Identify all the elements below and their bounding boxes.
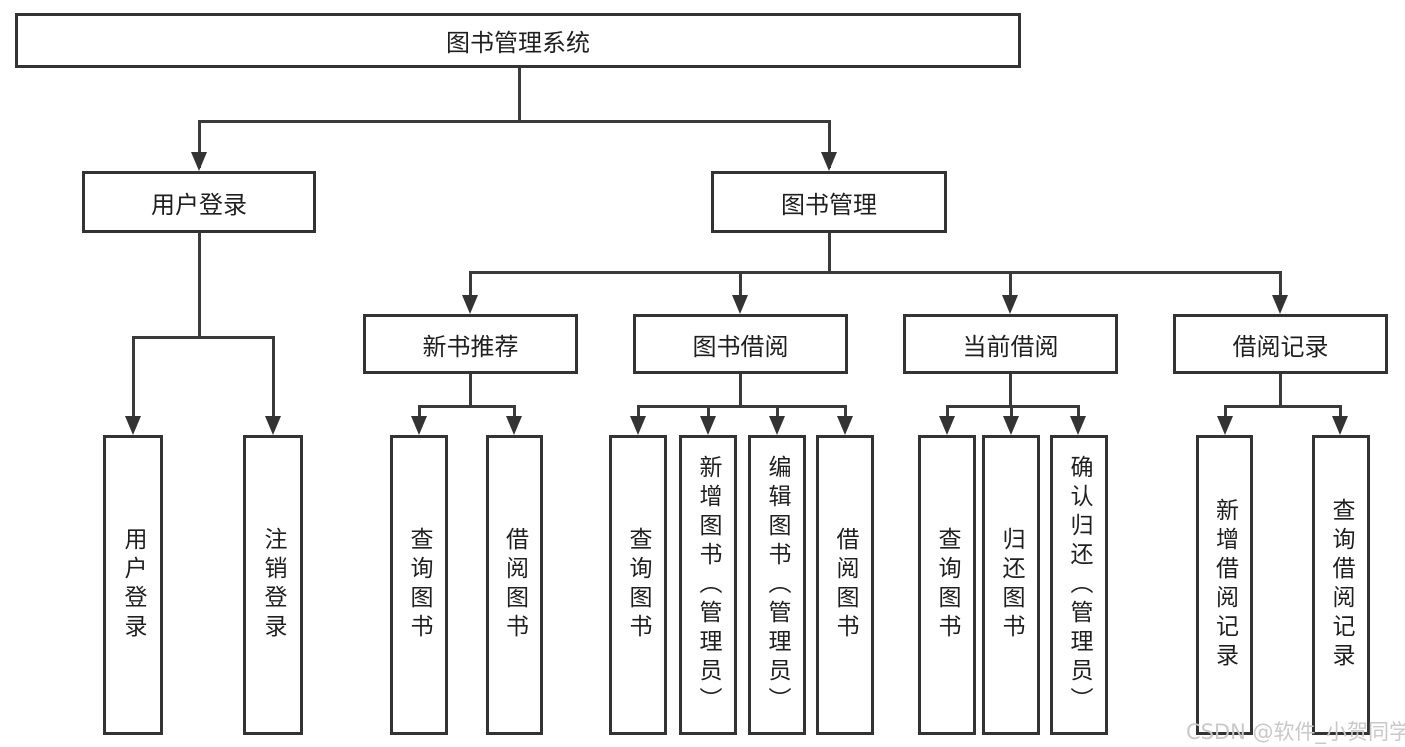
arrowhead	[1217, 416, 1233, 435]
connector-current-bar	[946, 405, 1080, 408]
connector-current-drop-2	[1010, 405, 1013, 426]
node-user-login: 用户登录	[82, 171, 316, 233]
connector-borrow-stem	[739, 373, 742, 407]
connector-level3-bar	[469, 271, 1281, 274]
leaf-records-add-record: 新增借阅记录	[1196, 435, 1253, 735]
leaf-borrow-edit-books-admin-label: 编辑图书（管理员）	[764, 454, 790, 716]
connector-level2-drop-books	[828, 120, 831, 168]
connector-records-stem	[1279, 373, 1282, 407]
arrowhead	[1002, 295, 1018, 314]
leaf-current-return-books: 归还图书	[982, 435, 1040, 735]
arrowhead	[265, 416, 281, 435]
leaf-logout-label: 注销登录	[260, 527, 286, 643]
leaf-newbook-query-books: 查询图书	[390, 435, 448, 735]
arrowhead	[1070, 416, 1086, 435]
leaf-records-add-record-label: 新增借阅记录	[1211, 498, 1238, 672]
leaf-records-query-record-label: 查询借阅记录	[1328, 498, 1354, 672]
connector-level3-drop-3	[1009, 271, 1012, 307]
connector-level3-drop-1	[469, 271, 472, 307]
leaf-current-query-books: 查询图书	[918, 435, 976, 735]
leaf-borrow-add-books-admin-label: 新增图书（管理员）	[695, 454, 721, 716]
arrowhead	[732, 295, 748, 314]
node-book-management: 图书管理	[711, 171, 947, 233]
connector-login-bar	[132, 336, 274, 339]
leaf-newbook-borrow-books-label: 借阅图书	[501, 527, 528, 643]
connector-current-drop-3	[1077, 405, 1080, 426]
arrowhead	[411, 416, 427, 435]
connector-borrow-bar	[637, 405, 846, 408]
node-user-login-label: 用户登录	[151, 190, 247, 219]
connector-newbook-bar	[418, 405, 515, 408]
connector-login-stem	[198, 231, 201, 338]
arrowhead	[1003, 416, 1019, 435]
node-current-borrowing-label: 当前借阅	[962, 332, 1059, 361]
arrowhead	[506, 416, 522, 435]
leaf-current-confirm-return-admin-label: 确认归还（管理员）	[1066, 454, 1092, 716]
leaf-records-query-record: 查询借阅记录	[1312, 435, 1370, 735]
node-book-borrowing: 图书借阅	[633, 314, 848, 374]
leaf-borrow-add-books-admin: 新增图书（管理员）	[679, 435, 737, 735]
node-system-root-label: 图书管理系统	[446, 29, 590, 57]
connector-borrow-drop-2	[707, 405, 710, 426]
leaf-logout: 注销登录	[243, 435, 303, 735]
leaf-borrow-edit-books-admin: 编辑图书（管理员）	[748, 435, 806, 735]
connector-level2-bar	[198, 120, 831, 123]
leaf-borrow-query-books-label: 查询图书	[625, 527, 651, 643]
leaf-current-query-books-label: 查询图书	[934, 527, 960, 643]
leaf-borrow-borrow-books: 借阅图书	[816, 435, 874, 735]
connector-login-drop-2	[272, 336, 275, 426]
node-book-borrowing-label: 图书借阅	[692, 332, 789, 361]
node-borrowing-records: 借阅记录	[1173, 314, 1388, 374]
arrowhead	[462, 295, 478, 314]
arrowhead	[125, 416, 141, 435]
node-new-book-recommend: 新书推荐	[363, 314, 578, 374]
arrowhead	[1332, 416, 1348, 435]
connector-newbook-stem	[469, 373, 472, 407]
arrowhead	[1272, 295, 1288, 314]
connector-root-stem	[518, 66, 521, 122]
connector-newbook-drop-2	[513, 405, 516, 426]
connector-current-drop-1	[946, 405, 949, 426]
connector-level3-drop-4	[1279, 271, 1282, 307]
connector-borrow-drop-3	[776, 405, 779, 426]
leaf-borrow-query-books: 查询图书	[609, 435, 667, 735]
node-current-borrowing: 当前借阅	[903, 314, 1118, 374]
connector-newbook-drop-1	[418, 405, 421, 426]
connector-books-stem	[828, 231, 831, 273]
node-book-management-label: 图书管理	[781, 190, 877, 219]
arrowhead	[837, 416, 853, 435]
leaf-borrow-borrow-books-label: 借阅图书	[832, 527, 858, 643]
connector-level2-drop-login	[198, 120, 201, 168]
arrowhead	[821, 152, 837, 171]
node-system-root: 图书管理系统	[15, 13, 1021, 68]
arrowhead	[630, 416, 646, 435]
node-borrowing-records-label: 借阅记录	[1232, 332, 1329, 361]
leaf-newbook-query-books-label: 查询图书	[406, 527, 432, 643]
connector-borrow-drop-4	[844, 405, 847, 426]
arrowhead	[769, 416, 785, 435]
arrowhead	[939, 416, 955, 435]
connector-level3-drop-2	[739, 271, 742, 307]
connector-current-stem	[1009, 373, 1012, 407]
leaf-newbook-borrow-books: 借阅图书	[486, 435, 543, 735]
connector-records-bar	[1224, 405, 1341, 408]
connector-records-drop-2	[1339, 405, 1342, 426]
leaf-user-login-label: 用户登录	[120, 527, 146, 643]
csdn-watermark: CSDN @软件_小贺同学	[1186, 720, 1405, 744]
connector-login-drop-1	[132, 336, 135, 426]
connector-records-drop-1	[1224, 405, 1227, 426]
node-new-book-recommend-label: 新书推荐	[422, 332, 519, 361]
connector-borrow-drop-1	[637, 405, 640, 426]
leaf-current-return-books-label: 归还图书	[998, 527, 1024, 643]
arrowhead	[700, 416, 716, 435]
leaf-current-confirm-return-admin: 确认归还（管理员）	[1050, 435, 1108, 735]
leaf-user-login: 用户登录	[103, 435, 163, 735]
arrowhead	[191, 152, 207, 171]
